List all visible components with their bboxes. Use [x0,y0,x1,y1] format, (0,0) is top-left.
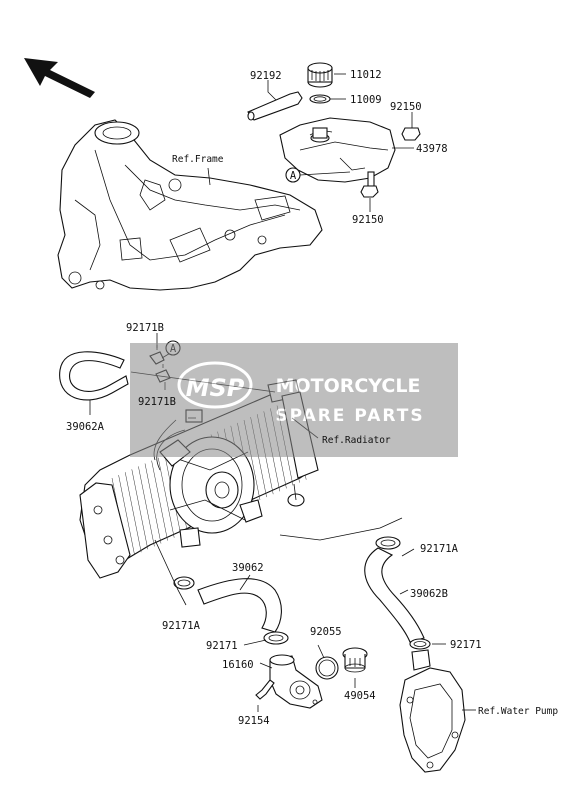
clamp-92171-left [263,631,289,645]
clamp-92171-right [409,638,431,650]
frame-drawing [57,119,323,291]
part-label-39062B: 39062B [410,588,448,600]
bolt-92154 [255,679,275,700]
cooling-fan-drawing [159,436,263,548]
radiator-fin-line [144,463,162,544]
part-label-92171B-lower: 92171B [138,396,176,408]
clamp-92171A-left [173,576,195,590]
part-label-92154: 92154 [238,715,270,727]
part-label-39062A: 39062A [66,421,105,433]
part-label-92171-left: 92171 [206,640,238,652]
radiator-fin-line [131,469,149,550]
part-label-39062: 39062 [232,562,264,574]
overflow-hose-92192 [247,91,303,121]
thermostat-49054 [342,647,368,673]
watermark: MSP MOTORCYCLE SPARE PARTS [130,343,458,457]
part-label-92150-bottom: 92150 [352,214,384,226]
watermark-logo: MSP [186,374,245,402]
thermostat-housing-16160 [269,654,323,709]
ref-radiator-label: Ref.Radiator [322,435,391,446]
marker-a-top-label: A [290,170,297,182]
radiator-fin-line [118,475,135,556]
front-direction-arrow-icon [24,58,95,98]
radiator-fin-line [124,472,142,553]
marker-a-top: A [285,167,301,183]
part-label-43978: 43978 [416,143,448,155]
watermark-line1: MOTORCYCLE [276,375,421,397]
part-label-11009: 11009 [350,94,382,106]
part-label-92055: 92055 [310,626,342,638]
radiator-fin-line [151,460,168,541]
water-pump-drawing [399,649,466,773]
watermark-line2: SPARE PARTS [275,406,424,426]
reservoir-cap-11012 [307,62,333,88]
radiator-fin-line [138,466,155,547]
clamp-92171A-right [375,536,401,550]
o-ring-92055 [315,656,339,680]
part-label-11012: 11012 [350,69,382,81]
bolt-92150-bottom [360,185,379,198]
hose-39062 [197,578,282,633]
part-label-92171A-left: 92171A [162,620,201,632]
part-label-92171B-upper: 92171B [126,322,164,334]
ref-frame-label: Ref.Frame [172,154,224,165]
hose-39062A [59,351,129,401]
bolt-92150-top [401,127,421,141]
part-label-92192: 92192 [250,70,282,82]
radiator-fin-line [157,457,175,538]
part-label-16160: 16160 [222,659,254,671]
part-label-49054: 49054 [344,690,376,702]
cap-gasket-11009 [309,94,331,104]
part-label-92150-top: 92150 [390,101,422,113]
part-label-92171A-right: 92171A [420,543,459,555]
ref-water-pump-label: Ref.Water Pump [478,706,558,717]
part-label-92171-right: 92171 [450,639,482,651]
